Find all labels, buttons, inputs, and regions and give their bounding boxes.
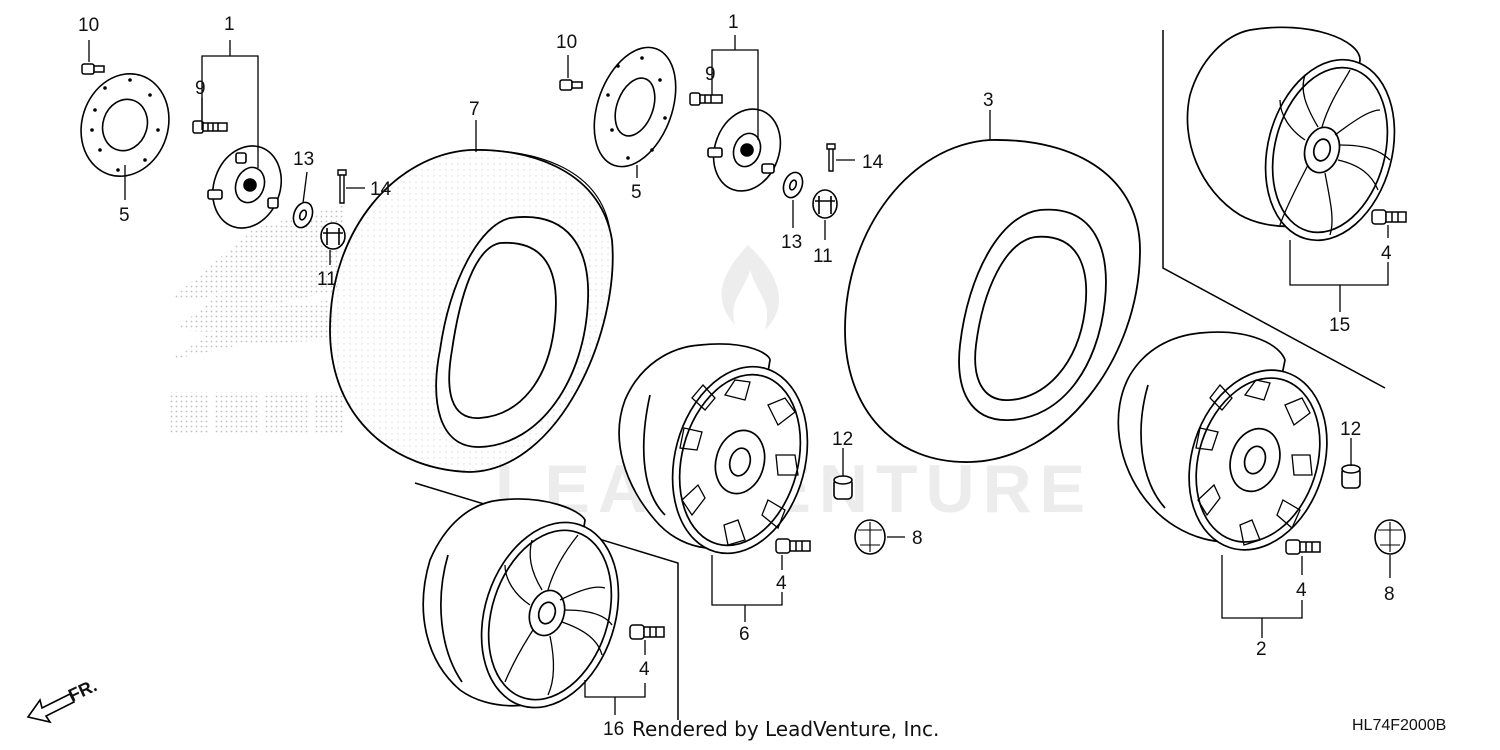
callout-9a: 9 — [195, 78, 206, 99]
washer-right-13 — [780, 170, 806, 201]
lug-nut-cap-8a — [855, 520, 885, 554]
callout-5a: 5 — [119, 205, 130, 226]
wheel-rim-16 — [423, 499, 641, 725]
callout-14a: 14 — [370, 179, 392, 200]
tire-rear-7 — [330, 150, 613, 472]
pin-left-14 — [338, 170, 346, 203]
brake-disc-right — [579, 36, 691, 178]
tire-front-3 — [845, 140, 1140, 462]
drawing-code: HL74F2000B — [1352, 717, 1447, 734]
pin-right-14 — [827, 144, 835, 171]
brake-disc-left — [68, 62, 182, 187]
callout-13a: 13 — [293, 149, 314, 170]
wheel-rim-2 — [1118, 332, 1349, 568]
callout-6: 6 — [739, 624, 750, 645]
callout-7: 7 — [469, 99, 480, 120]
callout-11b: 11 — [813, 246, 833, 267]
leader-lines — [89, 35, 1390, 715]
hub-right — [703, 100, 792, 201]
callout-15: 15 — [1329, 315, 1350, 336]
callout-10a: 10 — [78, 15, 99, 36]
callout-4c: 4 — [1296, 580, 1307, 601]
castle-nut-left-11 — [321, 223, 345, 249]
bolt-left-10 — [82, 64, 104, 74]
washer-left-13 — [290, 200, 316, 231]
valve-16 — [630, 625, 664, 639]
callout-16: 16 — [603, 719, 624, 740]
callout-4d: 4 — [639, 659, 650, 680]
callout-4a: 4 — [1381, 243, 1392, 264]
callout-labels: 10 1 9 13 14 5 11 7 10 1 9 5 14 13 11 3 … — [78, 12, 1395, 740]
callout-11a: 11 — [317, 269, 337, 290]
front-direction-arrow: FR. — [28, 675, 100, 722]
lug-nut-cap-8b — [1375, 520, 1405, 554]
callout-12a: 12 — [832, 429, 853, 450]
valve-2 — [1286, 540, 1320, 554]
callout-4b: 4 — [776, 573, 787, 594]
callout-3: 3 — [983, 90, 994, 111]
lug-nut-12b — [1342, 465, 1360, 488]
callout-9b: 9 — [705, 64, 716, 85]
callout-14b: 14 — [862, 152, 884, 173]
callout-2: 2 — [1256, 639, 1267, 660]
lug-nut-12a — [834, 476, 852, 499]
stud-right-9 — [690, 93, 722, 105]
callout-5b: 5 — [631, 182, 642, 203]
callout-12b: 12 — [1340, 419, 1361, 440]
brand-wing-watermark — [168, 205, 345, 434]
callout-8a: 8 — [912, 528, 923, 549]
render-credit-caption: Rendered by LeadVenture, Inc. — [632, 717, 940, 741]
callout-13b: 13 — [781, 232, 802, 253]
bolt-right-10 — [560, 80, 582, 90]
callout-8b: 8 — [1384, 584, 1395, 605]
stud-left-9 — [193, 121, 227, 133]
valve-15 — [1372, 210, 1406, 224]
valve-6 — [776, 539, 810, 553]
castle-nut-right-11 — [813, 190, 837, 218]
wheel-rim-15 — [1187, 27, 1413, 255]
callout-1b: 1 — [728, 12, 739, 33]
callout-1a: 1 — [224, 14, 235, 35]
wheel-rim-6 — [619, 344, 827, 569]
callout-10b: 10 — [556, 32, 577, 53]
hub-left — [202, 136, 293, 238]
